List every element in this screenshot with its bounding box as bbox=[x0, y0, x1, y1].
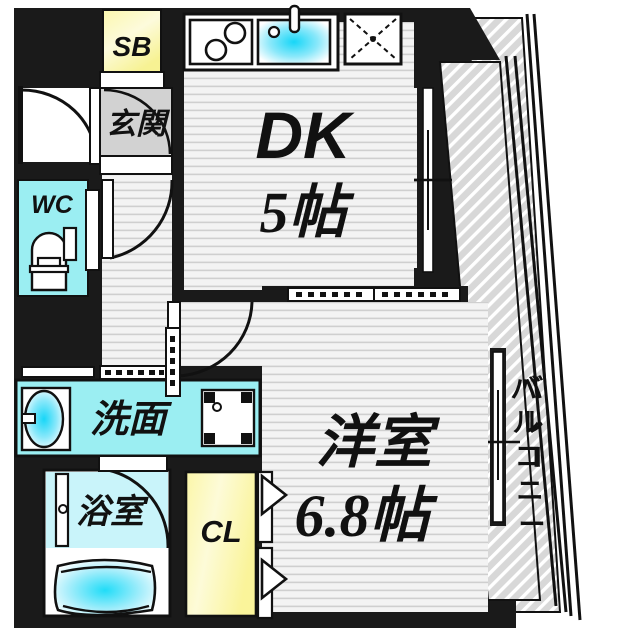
stove-top bbox=[188, 18, 254, 66]
shoe-box-top bbox=[102, 9, 162, 73]
closet-cl-top bbox=[184, 470, 258, 618]
bath-entry-panel-top[interactable] bbox=[98, 455, 168, 472]
vanity-sink-top bbox=[20, 386, 72, 452]
washing-machine-slot-top bbox=[200, 388, 256, 448]
dk-label-top: DK bbox=[255, 98, 355, 172]
wc-label-top: WC bbox=[31, 191, 74, 219]
bath-door-knob bbox=[58, 504, 68, 514]
wc-door-panel[interactable] bbox=[85, 189, 100, 271]
senmen-label-top: 洗面 bbox=[90, 399, 173, 441]
senmen-panel-left[interactable] bbox=[21, 366, 95, 378]
toilet-fixture-top bbox=[28, 226, 78, 292]
balcony-overlay: バ ル コ ニ ー bbox=[404, 55, 568, 613]
balcony-char-3b: ニ bbox=[517, 476, 544, 506]
kitchen-sink-top bbox=[256, 4, 332, 66]
shoebox-front-panel-top bbox=[99, 71, 165, 89]
balcony-char-0b: バ bbox=[511, 374, 538, 404]
entrance-swing-door-top[interactable] bbox=[18, 86, 101, 165]
closet-folding-door-top[interactable] bbox=[256, 470, 289, 620]
partition-sliding-door-top[interactable] bbox=[262, 286, 468, 302]
genkan-label-top: 玄関 bbox=[106, 108, 171, 141]
bathtub-top bbox=[53, 558, 157, 617]
genkan-door-arc[interactable] bbox=[103, 88, 172, 155]
bath-door-arc[interactable] bbox=[107, 468, 170, 549]
balcony-char-4b: ー bbox=[519, 510, 546, 540]
hall-vertical-panel-top[interactable] bbox=[165, 327, 181, 397]
yokushitsu-label-top: 浴室 bbox=[76, 493, 149, 531]
refrigerator-slot-top bbox=[343, 12, 403, 66]
balcony-char-2b: コ bbox=[515, 442, 542, 472]
washitsu-size-label-top: 6.8帖 bbox=[295, 483, 439, 549]
genkan-step-top bbox=[99, 155, 173, 175]
dk-size-label-top: 5帖 bbox=[259, 180, 355, 245]
senmen-panel-right[interactable] bbox=[99, 365, 169, 380]
balcony-char-1b: ル bbox=[513, 408, 540, 438]
closet-label-top: CL bbox=[200, 514, 241, 549]
hall-swing-door-top[interactable] bbox=[101, 179, 174, 260]
top-layer: DK 5帖 洋室 6.8帖 bbox=[14, 4, 468, 620]
shoebox-label-top: SB bbox=[113, 31, 152, 62]
washitsu-label-top: 洋室 bbox=[316, 410, 441, 475]
